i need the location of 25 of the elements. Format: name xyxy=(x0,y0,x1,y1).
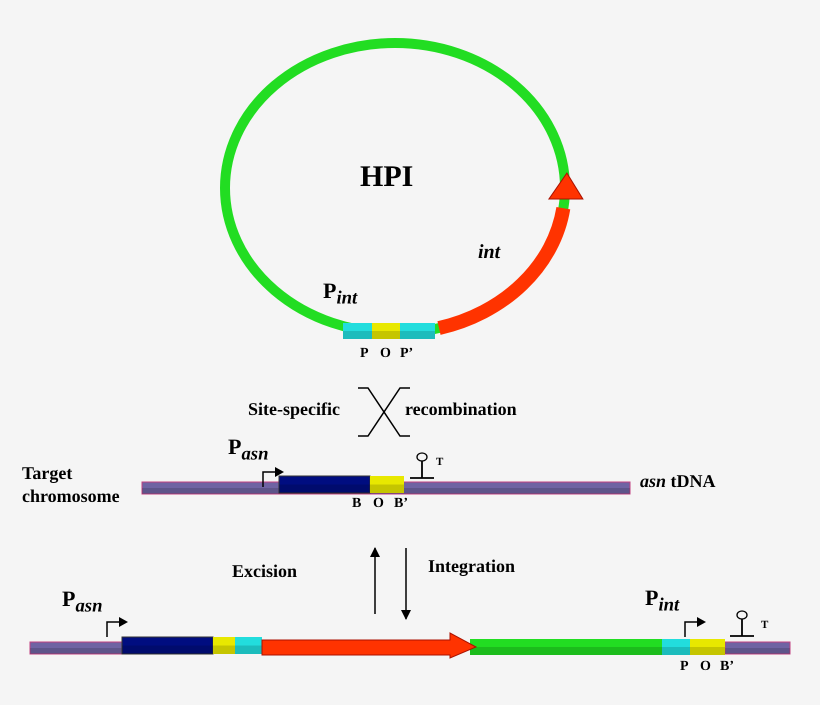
gene-label: P$_{asn}$ xyxy=(228,436,268,464)
gene-label: P$_{asn}$ xyxy=(62,588,102,616)
edge-label: Excision xyxy=(232,562,298,580)
site-label: P xyxy=(360,347,369,361)
site-label: O xyxy=(700,660,711,674)
edge-label: Integration xyxy=(428,557,515,575)
site-label: recombination xyxy=(405,400,517,418)
site-label: P xyxy=(680,660,689,674)
site-label: O xyxy=(373,497,384,511)
arrow xyxy=(370,547,380,614)
gene-label: asn tDNA xyxy=(640,471,716,492)
site-label: P’ xyxy=(400,347,414,361)
site-label: O xyxy=(380,347,391,361)
site-label: T xyxy=(436,457,444,468)
arrow xyxy=(401,548,411,620)
site-label: B xyxy=(352,497,362,511)
plasmid-name: HPI xyxy=(360,162,414,192)
gene-label: P$_{int}$ xyxy=(323,280,358,308)
gene-label: P$_{int}$ xyxy=(645,587,680,616)
site-label: B’ xyxy=(720,660,734,674)
site-label: B’ xyxy=(394,497,408,511)
chromosome-label: Target chromosome xyxy=(22,462,121,508)
site-label: T xyxy=(761,620,768,631)
site-label: Site-specific xyxy=(248,400,340,418)
gene-label: int xyxy=(478,242,500,262)
